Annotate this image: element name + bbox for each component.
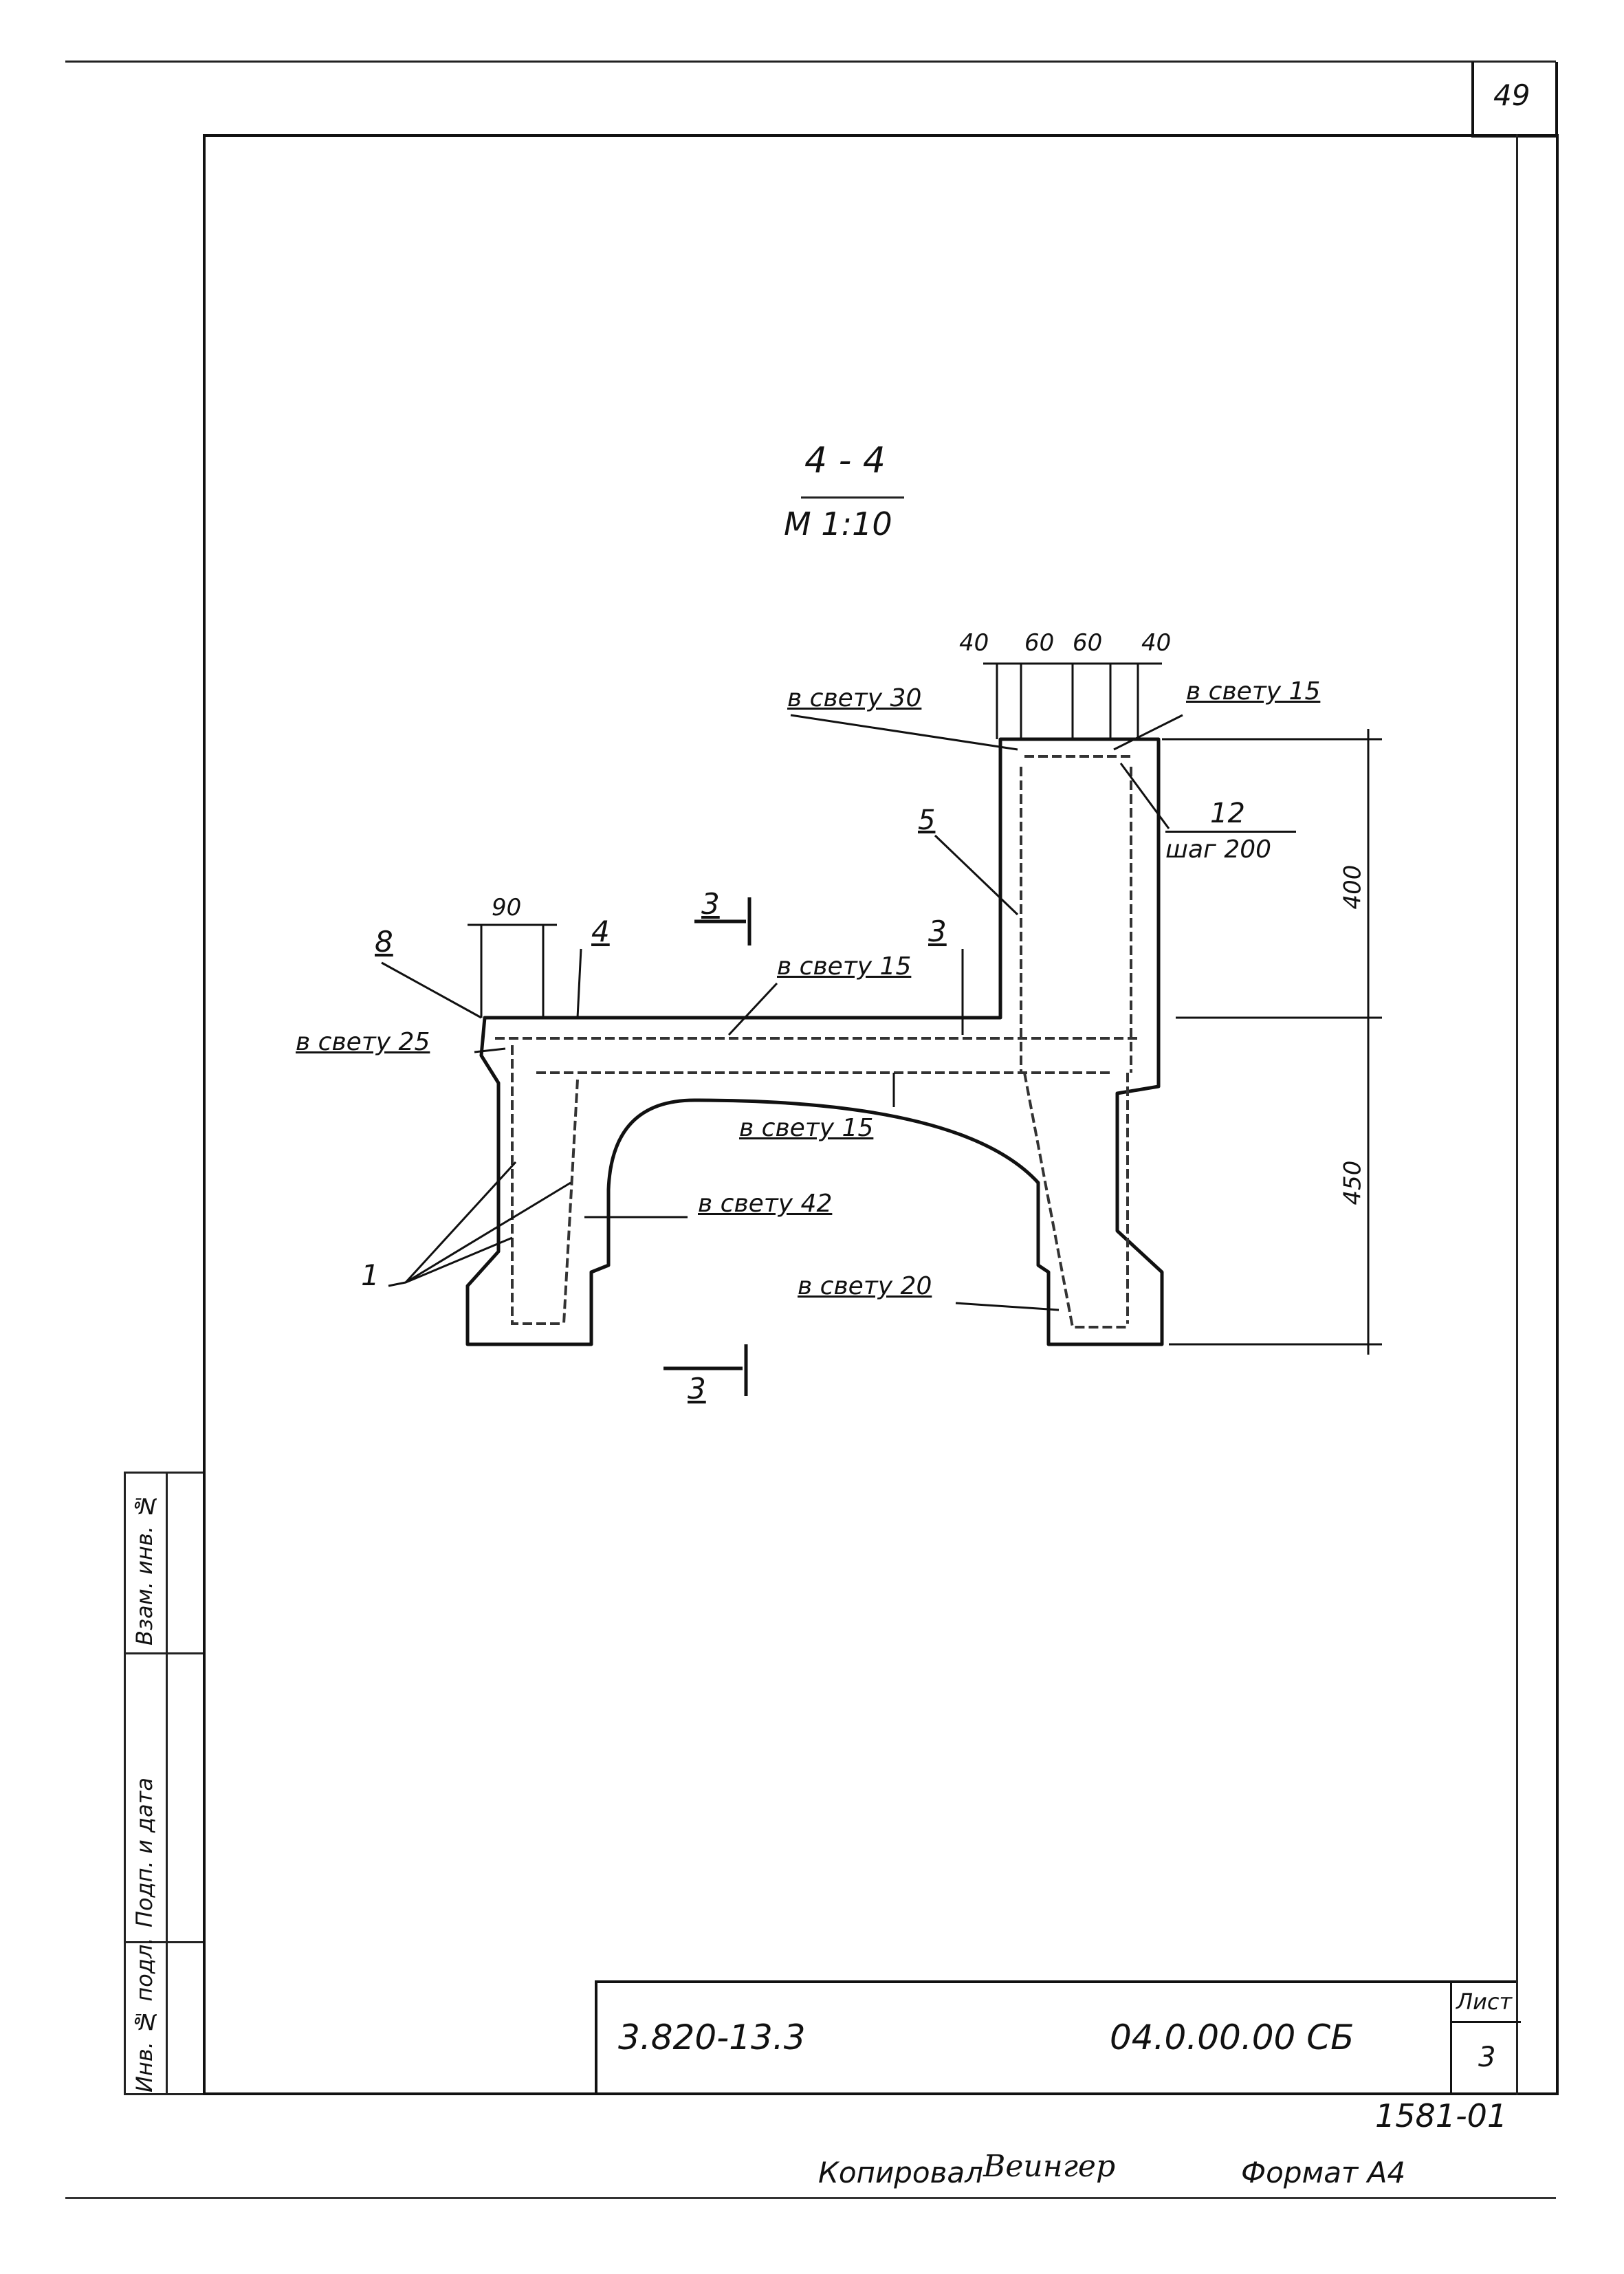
dimension-lines	[468, 662, 1382, 1355]
section-title: 4 - 4	[804, 440, 886, 481]
label-clear-30: в свету 30	[787, 684, 922, 712]
doc-number: 3.820-13.3	[618, 2018, 806, 2057]
sheet-number: 3	[1478, 2042, 1496, 2073]
section-title-underline	[801, 496, 904, 499]
format-label: Формат А4	[1241, 2156, 1406, 2189]
label-mark-3: 3	[928, 915, 947, 948]
section-scale: M 1:10	[784, 505, 892, 543]
side-stamp-hline-1	[126, 1652, 203, 1654]
rebar-lines	[495, 755, 1141, 1329]
archive-number: 1581-01	[1375, 2097, 1508, 2134]
leader-5	[934, 834, 1019, 916]
label-mark-4: 4	[591, 915, 610, 948]
side-stamp-divider	[166, 1474, 168, 2093]
rebar-right-leg-1	[1023, 1072, 1128, 1329]
top-dim-60-left: 60	[1024, 629, 1055, 657]
label-cut-3-top: 3	[701, 887, 720, 921]
leader-4	[576, 948, 582, 1018]
leader-clear-20	[955, 1302, 1060, 1311]
top-dim-40-left: 40	[959, 629, 989, 657]
leader-clear-25	[474, 1047, 506, 1053]
leader-lines	[381, 714, 1183, 1311]
side-stamp: Взам. инв. № Подп. и дата Инв. № подл.	[124, 1472, 203, 2095]
label-dim-400: 400	[1339, 864, 1367, 910]
label-rebar-12: 12	[1210, 798, 1245, 829]
beam-outline	[465, 737, 1164, 1346]
rebar-left-leg-1	[511, 1045, 564, 1325]
leader-1b	[405, 1181, 571, 1284]
title-block: 3.820-13.3 04.0.00.00 СБ Лист 3	[595, 1980, 1521, 2095]
sheet-corner-number: 49	[1493, 78, 1530, 112]
top-dim-40-right: 40	[1141, 629, 1172, 657]
leader-12	[1119, 763, 1170, 829]
label-cut-3-bottom: 3	[688, 1372, 706, 1406]
label-clear-20: в свету 20	[798, 1272, 932, 1300]
label-step-200: шаг 200	[1165, 835, 1272, 864]
leader-clear-15-mid	[727, 982, 778, 1036]
label-clear-25: в свету 25	[296, 1028, 430, 1056]
copied-label: Копировал	[818, 2156, 983, 2189]
footer-line	[65, 2197, 1556, 2199]
sheet-label: Лист	[1456, 1989, 1513, 2015]
drawing-frame	[203, 134, 1559, 2095]
cut-marks	[663, 897, 751, 1396]
leader-8	[381, 961, 482, 1019]
copier-signature: Веингер	[983, 2149, 1116, 2184]
label-mark-1: 1	[361, 1258, 380, 1292]
label-mark-8: 8	[375, 925, 393, 959]
sheet-top-line	[65, 61, 1556, 63]
doc-code: 04.0.00.00 СБ	[1110, 2018, 1354, 2057]
top-dim-60-right: 60	[1073, 629, 1103, 657]
sheet-cell: Лист 3	[1450, 1983, 1521, 2095]
leader-clear-15-top	[1113, 714, 1183, 751]
label-clear-15-top: в свету 15	[1186, 677, 1321, 706]
frame-inner-line	[1516, 134, 1518, 2095]
label-dim-450: 450	[1339, 1160, 1367, 1205]
label-clear-42: в свету 42	[698, 1190, 833, 1218]
rebar-left-leg-2	[562, 1079, 579, 1324]
label-dim-90: 90	[492, 894, 522, 921]
label-clear-15-low: в свету 15	[739, 1114, 874, 1142]
side-stamp-hline-2	[126, 1941, 203, 1943]
leader-1c	[405, 1236, 513, 1284]
concrete-outline	[465, 737, 1164, 1346]
sheet-cell-divider	[1452, 2021, 1521, 2023]
label-rebar-12-line	[1165, 831, 1296, 833]
label-clear-15-mid: в свету 15	[777, 952, 912, 981]
leader-clear-30	[790, 714, 1018, 751]
leader-1	[388, 1161, 517, 1287]
label-mark-5: 5	[918, 805, 936, 836]
